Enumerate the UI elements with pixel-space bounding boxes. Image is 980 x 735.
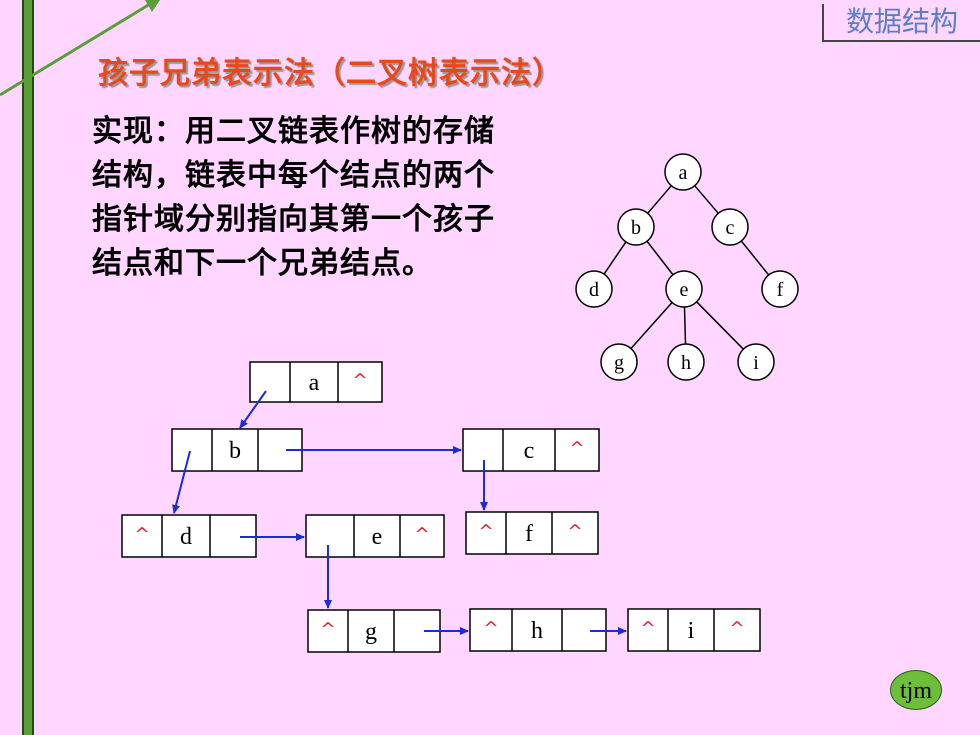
description-line: 结点和下一个兄弟结点。 [92, 246, 433, 281]
tree-node-label: e [680, 279, 689, 301]
author-badge: tjm [890, 670, 942, 710]
list-node-f: ^ f ^ [465, 511, 599, 555]
list-node-e: e^ [305, 514, 445, 558]
list-node-i: ^ i ^ [627, 608, 761, 652]
tree-node-e: e [665, 270, 703, 308]
tree-edge-a-c [694, 185, 719, 214]
child-pointer-b-d [172, 450, 191, 514]
tree-node-f: f [761, 270, 799, 308]
tree-node-label: b [631, 217, 641, 239]
list-node-data-field: a [309, 370, 320, 396]
tree-edge-e-g [630, 301, 673, 350]
tree-node-label: c [726, 217, 735, 239]
tree-node-h: h [667, 343, 705, 381]
list-node-data-field: f [525, 521, 533, 547]
tree-node-d: d [575, 270, 613, 308]
description-line: 实现：用二叉链表作树的存储 [92, 114, 495, 149]
list-node-child-field: ^ [483, 618, 498, 639]
course-label: 数据结构 [822, 4, 980, 42]
description-line: 结构，链表中每个结点的两个 [92, 158, 495, 193]
list-node-d: ^d [121, 514, 257, 558]
list-node-sibling-field: ^ [569, 438, 584, 459]
tree-node-c: c [711, 208, 749, 246]
tree-node-i: i [737, 343, 775, 381]
tree-node-a: a [664, 153, 702, 191]
tree-node-label: a [679, 162, 688, 184]
list-node-data-field: b [229, 438, 241, 464]
list-node-child-field: ^ [320, 619, 335, 640]
tree-edge-b-d [603, 241, 627, 275]
list-node-sibling-field: ^ [414, 524, 429, 545]
list-node-b: b [171, 428, 303, 472]
tree-node-g: g [600, 343, 638, 381]
left-accent-bar [22, 0, 34, 735]
tree-edge-e-i [696, 301, 744, 350]
description-text: 实现：用二叉链表作树的存储 结构，链表中每个结点的两个 指针域分别指向其第一个孩… [92, 110, 592, 286]
list-node-child-field: ^ [478, 521, 493, 542]
tree-node-b: b [617, 208, 655, 246]
list-node-data-field: c [524, 438, 535, 464]
tree-node-label: f [777, 279, 784, 301]
list-node-a: a^ [249, 361, 383, 403]
tree-node-label: i [753, 352, 759, 374]
list-node-sibling-field: ^ [352, 370, 367, 391]
list-node-data-field: h [531, 618, 543, 644]
child-pointer-a-b [239, 390, 267, 429]
list-node-data-field: e [372, 524, 383, 550]
tree-node-label: d [589, 279, 599, 301]
corner-arrow [0, 0, 160, 97]
list-node-sibling-field: ^ [729, 618, 744, 639]
list-node-h: ^h [469, 608, 607, 652]
tree-node-label: h [681, 352, 691, 374]
description-line: 指针域分别指向其第一个孩子 [92, 202, 495, 237]
list-node-child-field: ^ [134, 524, 149, 545]
list-node-g: ^g [307, 609, 441, 653]
list-node-data-field: d [180, 524, 192, 550]
list-node-child-field: ^ [640, 618, 655, 639]
tree-edge-c-f [740, 240, 770, 276]
list-node-data-field: g [365, 619, 377, 645]
tree-edge-a-b [647, 185, 672, 214]
slide-title: 孩子兄弟表示法（二叉树表示法） [98, 56, 563, 91]
list-node-data-field: i [688, 618, 695, 644]
list-node-c: c^ [462, 428, 600, 472]
tree-node-label: g [614, 352, 624, 374]
list-node-sibling-field: ^ [567, 521, 582, 542]
tree-edge-b-e [646, 240, 674, 276]
tree-edge-e-h [683, 306, 687, 345]
